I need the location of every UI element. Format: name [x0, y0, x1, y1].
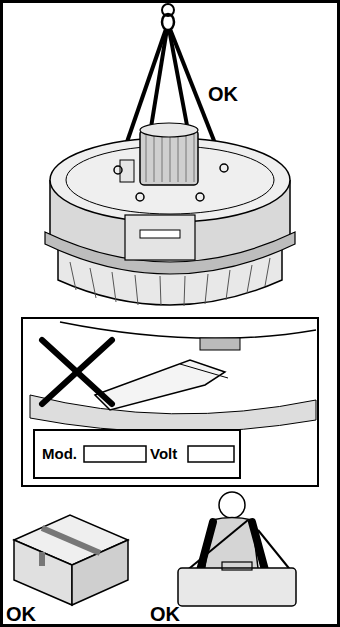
- ok-label: OK: [150, 604, 180, 624]
- ok-label: OK: [6, 604, 36, 624]
- ok-label: OK: [208, 84, 238, 104]
- model-field: Mod.: [42, 446, 77, 461]
- voltage-field: Volt: [150, 446, 177, 461]
